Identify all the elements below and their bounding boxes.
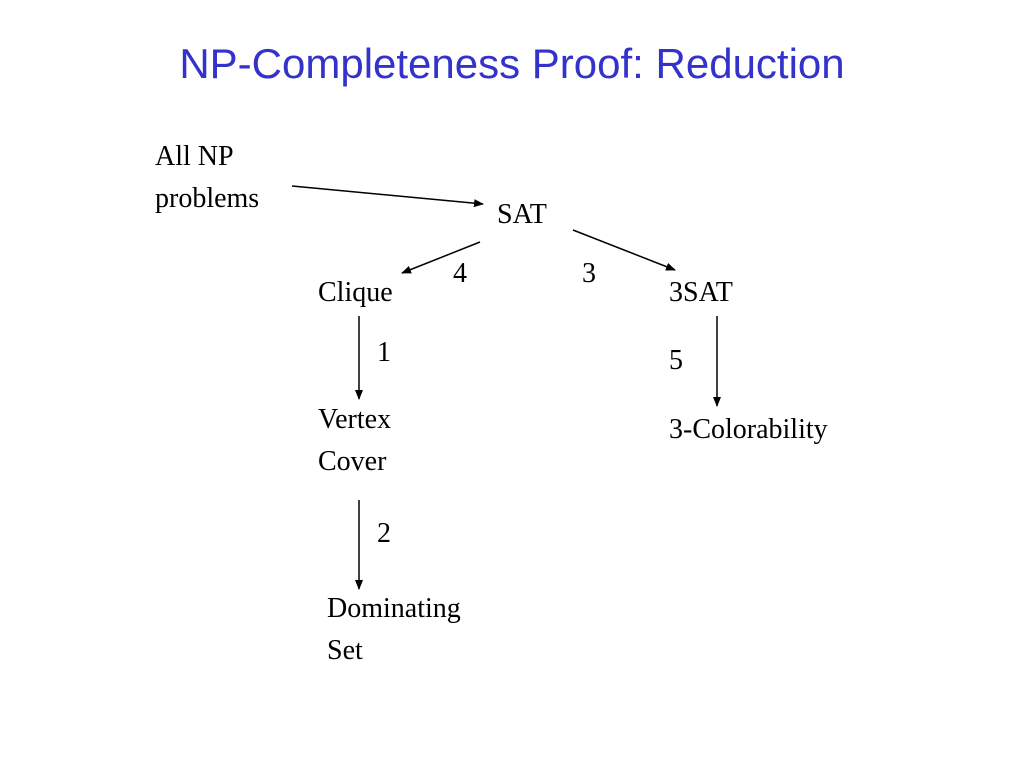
- node-3sat: 3SAT: [669, 272, 733, 314]
- node-vertex-cover-line2: Cover: [318, 446, 387, 477]
- edge-label-3sat-3-colorability: 5: [669, 345, 683, 376]
- node-vertex-cover: Vertex Cover: [318, 399, 391, 483]
- node-all-np-problems: All NP problems: [155, 136, 259, 220]
- node-sat: SAT: [497, 194, 547, 236]
- arrow-sat-to-3sat: [572, 229, 676, 271]
- slide-title: NP-Completeness Proof: Reduction: [179, 40, 845, 87]
- node-all-np-line1: All NP: [155, 141, 234, 172]
- edge-label-sat-clique: 4: [453, 258, 467, 289]
- arrow-sat-to-clique: [401, 241, 481, 274]
- node-vertex-cover-line1: Vertex: [318, 404, 392, 435]
- node-clique: Clique: [318, 272, 393, 314]
- edge-label-clique-vertex-cover: 1: [377, 337, 391, 368]
- node-dominating-set-line2: Set: [327, 635, 363, 666]
- arrow-allnp-to-sat: [291, 185, 484, 208]
- node-sat-label: SAT: [497, 199, 547, 230]
- node-3-colorability: 3-Colorability: [669, 409, 828, 451]
- node-clique-label: Clique: [318, 277, 393, 308]
- edge-label-sat-3sat: 3: [582, 258, 596, 289]
- node-all-np-line2: problems: [155, 183, 260, 214]
- node-dominating-set: Dominating Set: [327, 588, 461, 672]
- edge-label-vertex-cover-dominating-set: 2: [377, 518, 391, 549]
- node-3sat-label: 3SAT: [669, 277, 733, 308]
- node-dominating-set-line1: Dominating: [327, 593, 461, 624]
- node-3-colorability-label: 3-Colorability: [669, 414, 828, 445]
